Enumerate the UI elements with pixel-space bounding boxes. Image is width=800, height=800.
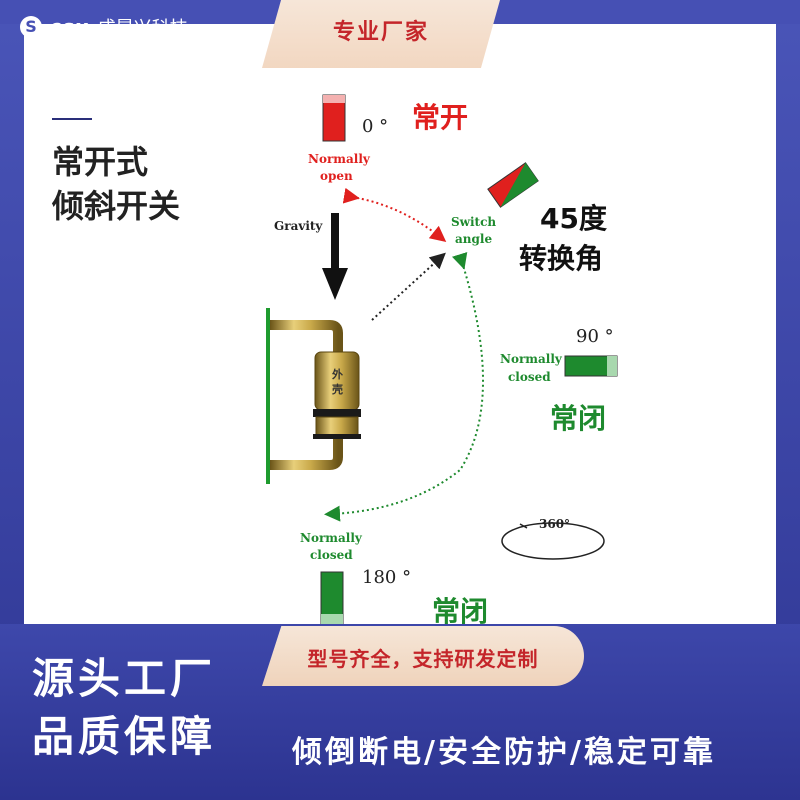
title-line-1: 常开式 xyxy=(52,143,149,181)
company-name: 成晟兴科技 xyxy=(97,18,188,39)
device-label-2: 壳 xyxy=(331,382,343,396)
gravity-arrow-icon xyxy=(322,213,348,300)
brand-logo: S csx 成晟兴科技 xyxy=(20,14,188,40)
title-divider xyxy=(52,118,92,120)
logo-mark-icon: S xyxy=(20,16,42,38)
switch-angle-value: 45度 xyxy=(540,202,607,235)
top-angle-label: 0 ° xyxy=(362,116,388,137)
title-line-2: 倾斜开关 xyxy=(52,187,181,225)
professional-tab-label: 专业厂家 xyxy=(332,20,429,45)
switch-angle-en-1: Switch xyxy=(451,215,496,229)
bottom-state-en-1: Normally xyxy=(300,531,363,545)
top-state-en-1: Normally xyxy=(308,152,371,166)
right-state-en-2: closed xyxy=(508,370,551,384)
page-title: 常开式 倾斜开关 xyxy=(52,140,180,228)
bottom-state-cn: 常闭 xyxy=(432,595,488,628)
professional-tab: 专业厂家 xyxy=(262,0,500,68)
feature-pill: 型号齐全，支持研发定制 xyxy=(262,626,584,686)
bottom-state-en-2: closed xyxy=(310,548,353,562)
top-state-cn: 常开 xyxy=(412,101,468,134)
switch-angle-en-2: angle xyxy=(455,232,492,246)
feature-pill-text: 型号齐全，支持研发定制 xyxy=(307,647,539,671)
footer-left-text: 源头工厂 品质保障 xyxy=(32,650,216,766)
device-to-switch-arrow xyxy=(371,252,446,321)
right-state-cn: 常闭 xyxy=(550,402,606,435)
footer-left-block xyxy=(0,624,290,800)
closed-switch-bottom-icon xyxy=(320,571,344,625)
open-switch-icon xyxy=(322,94,346,142)
logo-text: csx xyxy=(50,15,90,39)
device-label-1: 外 xyxy=(331,367,343,381)
angled-switch-icon xyxy=(487,162,539,208)
right-angle-label: 90 ° xyxy=(576,326,614,347)
tilt-switch-device-icon: 外 壳 xyxy=(266,308,361,484)
open-to-switch-arrow xyxy=(342,187,447,242)
footer-left-line-1: 源头工厂 xyxy=(32,654,217,703)
top-state-en-2: open xyxy=(320,169,353,183)
bottom-angle-label: 180 ° xyxy=(362,567,411,588)
footer-left-line-2: 品质保障 xyxy=(32,712,217,761)
right-state-en-1: Normally xyxy=(500,352,563,366)
closed-switch-right-icon xyxy=(564,355,618,377)
rotation-label: 360° xyxy=(539,517,570,531)
footer-slogan: 倾倒断电/安全防护/稳定可靠 xyxy=(292,735,716,770)
switch-angle-cn: 转换角 xyxy=(519,242,603,275)
rotation-360-icon xyxy=(501,522,605,560)
gravity-label: Gravity xyxy=(274,219,323,233)
closed-arc-arrow xyxy=(324,251,484,522)
